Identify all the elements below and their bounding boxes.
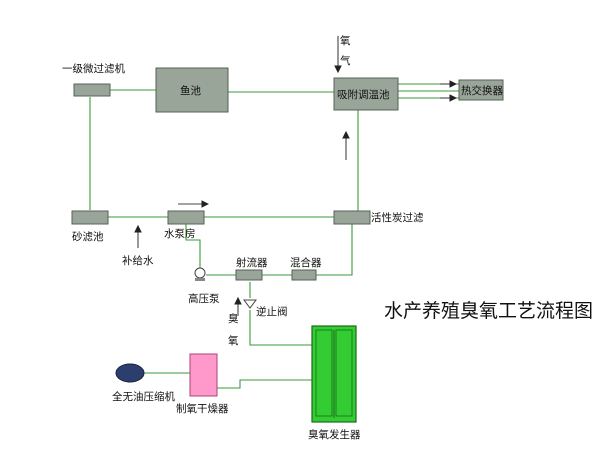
label-pond: 鱼池 <box>180 84 201 97</box>
label-oxygen-char-1: 氧 <box>340 34 351 47</box>
label-adsorption-pool: 吸附调温池 <box>337 88 390 101</box>
hp-pump-icon <box>194 267 206 281</box>
label-oxygen-dryer: 制氧干燥器 <box>176 402 229 415</box>
primary-filter-unit <box>73 83 111 97</box>
label-compressor: 全无油压缩机 <box>112 390 175 403</box>
ejector-unit <box>235 269 263 281</box>
label-ozone-char-2: 氧 <box>228 334 239 347</box>
mixer-unit <box>291 269 317 281</box>
check-valve-icon <box>243 299 257 309</box>
label-check-valve: 逆止阀 <box>256 305 288 318</box>
label-pump-room: 水泵房 <box>164 227 196 240</box>
label-hp-pump: 高压泵 <box>188 292 220 305</box>
label-ozone: 臭 氧 <box>228 312 242 347</box>
pipe-mixer-to-carbon <box>316 224 353 276</box>
pipe-valve-to-generator <box>249 310 312 346</box>
pond-unit <box>155 67 229 113</box>
label-primary-filter: 一级微过滤机 <box>62 62 125 75</box>
label-ejector: 射流器 <box>236 256 268 269</box>
label-oxygen-char-2: 气 <box>340 54 351 67</box>
carbon-filter-unit <box>333 210 371 225</box>
compressor-unit <box>115 363 145 383</box>
label-ozone-generator: 臭氧发生器 <box>308 428 361 441</box>
ozone-generator-unit <box>311 325 357 423</box>
pipe-dryer-to-generator <box>217 379 312 389</box>
label-makeup-water: 补给水 <box>122 254 154 267</box>
adsorption-pool-unit <box>333 77 399 111</box>
sand-filter-unit <box>71 210 109 225</box>
heat-exchanger-unit <box>458 79 504 101</box>
label-oxygen: 氧 气 <box>340 34 354 67</box>
diagram-title: 水产养殖臭氧工艺流程图 <box>384 300 593 322</box>
flow-arrows <box>134 36 458 316</box>
pipe-pump-to-hp <box>185 224 201 268</box>
pipes <box>89 83 459 389</box>
label-ozone-char-1: 臭 <box>228 312 239 325</box>
label-mixer: 混合器 <box>290 256 322 269</box>
oxygen-dryer-unit <box>189 353 218 397</box>
label-sand-filter: 砂滤池 <box>72 230 104 243</box>
label-heat-exchanger: 热交换器 <box>461 84 503 97</box>
label-carbon-filter: 活性炭过滤 <box>371 211 424 224</box>
pump-room-unit <box>167 210 205 225</box>
